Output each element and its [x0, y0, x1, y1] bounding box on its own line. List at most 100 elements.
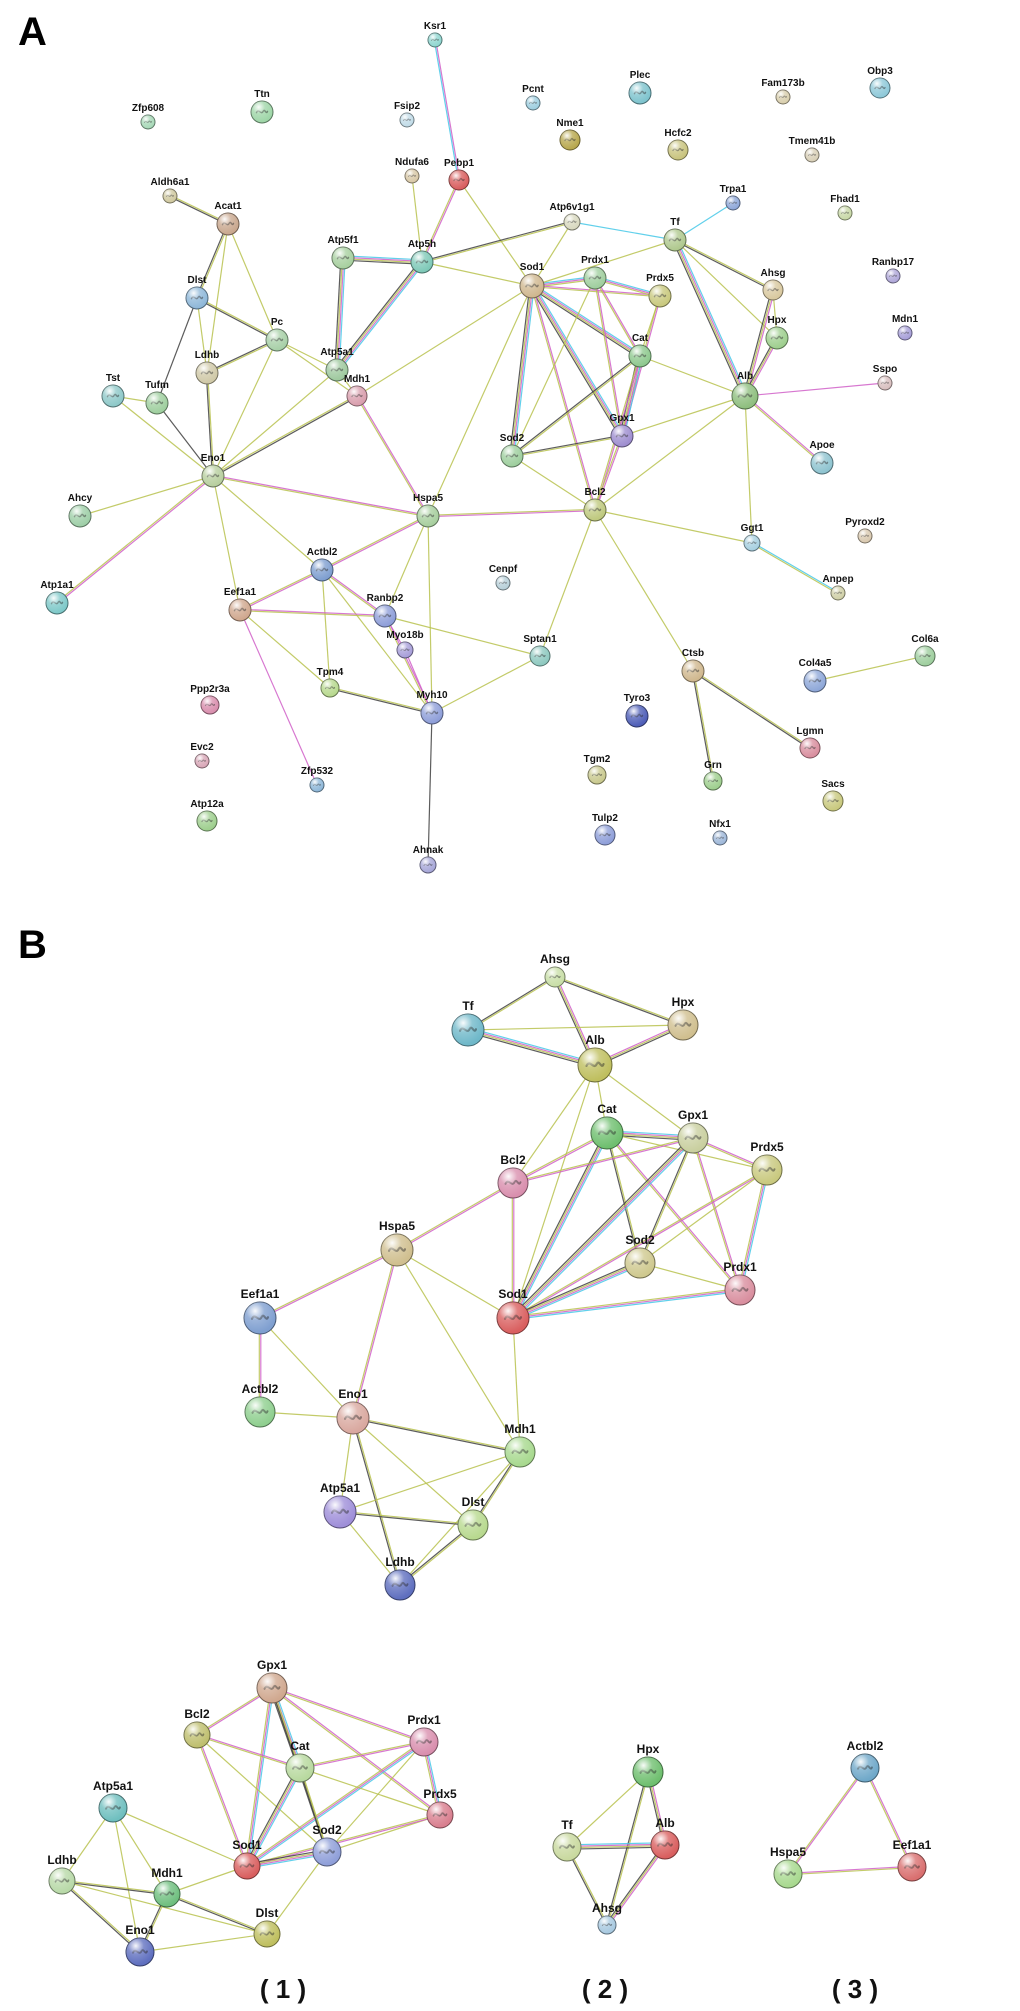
node-Nfx1[interactable]: Nfx1 — [709, 819, 731, 846]
node-Fsip2[interactable]: Fsip2 — [394, 101, 421, 128]
node-Zfp532[interactable]: Zfp532 — [301, 766, 334, 793]
node-Dlst[interactable]: Dlst — [253, 1906, 281, 1948]
node-Ldhb[interactable]: Ldhb — [384, 1555, 416, 1601]
node-Dlst[interactable]: Dlst — [185, 275, 209, 310]
node-Hpx[interactable]: Hpx — [667, 995, 699, 1041]
node-Atp5f1[interactable]: Atp5f1 — [327, 235, 359, 270]
node-Zfp608[interactable]: Zfp608 — [132, 103, 165, 130]
node-Hspa5[interactable]: Hspa5 — [413, 493, 443, 528]
node-Atp12a[interactable]: Atp12a — [190, 799, 224, 832]
node-Myo18b[interactable]: Myo18b — [386, 630, 424, 659]
node-Sptan1[interactable]: Sptan1 — [523, 634, 557, 667]
node-Ranbp2[interactable]: Ranbp2 — [367, 593, 404, 628]
node-Bcl2[interactable]: Bcl2 — [183, 1707, 211, 1749]
node-Mdh1[interactable]: Mdh1 — [344, 374, 371, 407]
node-Sspo[interactable]: Sspo — [873, 364, 897, 391]
node-Bcl2[interactable]: Bcl2 — [583, 487, 607, 522]
node-Hpx[interactable]: Hpx — [765, 315, 789, 350]
node-Eno1[interactable]: Eno1 — [125, 1923, 155, 1967]
node-Cenpf[interactable]: Cenpf — [489, 564, 518, 591]
node-Sod2[interactable]: Sod2 — [624, 1233, 656, 1279]
node-Cat[interactable]: Cat — [590, 1102, 624, 1150]
node-Tgm2[interactable]: Tgm2 — [584, 754, 611, 785]
node-Mdh1[interactable]: Mdh1 — [504, 1422, 536, 1468]
node-Myh10[interactable]: Myh10 — [416, 690, 448, 725]
node-Cat[interactable]: Cat — [285, 1739, 315, 1783]
node-Pc[interactable]: Pc — [265, 317, 289, 352]
node-Ctsb[interactable]: Ctsb — [681, 648, 705, 683]
node-Tst[interactable]: Tst — [101, 373, 125, 408]
node-Prdx1[interactable]: Prdx1 — [407, 1713, 441, 1757]
node-Atp5h[interactable]: Atp5h — [408, 239, 436, 274]
node-Hcfc2[interactable]: Hcfc2 — [664, 128, 692, 161]
node-Tulp2[interactable]: Tulp2 — [592, 813, 618, 846]
node-Ldhb[interactable]: Ldhb — [47, 1853, 77, 1895]
node-Sacs[interactable]: Sacs — [821, 779, 845, 812]
node-Sod1[interactable]: Sod1 — [496, 1287, 530, 1335]
node-Pebp1[interactable]: Pebp1 — [444, 158, 474, 191]
node-Sod2[interactable]: Sod2 — [312, 1823, 342, 1867]
node-Col4a5[interactable]: Col4a5 — [799, 658, 832, 693]
node-Nme1[interactable]: Nme1 — [556, 118, 584, 151]
node-Ldhb[interactable]: Ldhb — [195, 350, 219, 385]
node-Atp6v1g1[interactable]: Atp6v1g1 — [549, 202, 595, 231]
node-Acat1[interactable]: Acat1 — [214, 201, 242, 236]
node-Anpep[interactable]: Anpep — [822, 574, 854, 601]
node-Prdx5[interactable]: Prdx5 — [750, 1140, 784, 1186]
node-Atp5a1[interactable]: Atp5a1 — [93, 1779, 133, 1823]
node-Sod1[interactable]: Sod1 — [519, 262, 545, 299]
node-Actbl2[interactable]: Actbl2 — [242, 1382, 279, 1428]
node-Grn[interactable]: Grn — [703, 760, 723, 791]
node-Trpa1[interactable]: Trpa1 — [720, 184, 747, 211]
node-Ndufa6[interactable]: Ndufa6 — [395, 157, 429, 184]
node-Ahsg[interactable]: Ahsg — [592, 1901, 622, 1935]
node-Pcnt[interactable]: Pcnt — [522, 84, 545, 111]
node-Eno1[interactable]: Eno1 — [336, 1387, 370, 1435]
node-Alb[interactable]: Alb — [577, 1033, 613, 1083]
node-Plec[interactable]: Plec — [628, 70, 652, 105]
node-Eef1a1[interactable]: Eef1a1 — [893, 1838, 932, 1882]
node-Evc2[interactable]: Evc2 — [190, 742, 214, 769]
node-Mdh1[interactable]: Mdh1 — [151, 1866, 183, 1908]
node-Eef1a1[interactable]: Eef1a1 — [224, 587, 257, 622]
node-Prdx5[interactable]: Prdx5 — [423, 1787, 457, 1829]
node-Hpx[interactable]: Hpx — [632, 1742, 664, 1788]
node-Apoe[interactable]: Apoe — [810, 440, 835, 475]
node-Tf[interactable]: Tf — [663, 217, 687, 252]
node-Cat[interactable]: Cat — [628, 333, 652, 368]
node-Tmem41b[interactable]: Tmem41b — [789, 136, 836, 163]
node-Obp3[interactable]: Obp3 — [867, 66, 893, 99]
node-Atp5a1[interactable]: Atp5a1 — [320, 347, 354, 382]
node-Actbl2[interactable]: Actbl2 — [307, 547, 338, 582]
node-Mdn1[interactable]: Mdn1 — [892, 314, 919, 341]
node-Dlst[interactable]: Dlst — [457, 1495, 489, 1541]
node-Prdx5[interactable]: Prdx5 — [646, 273, 674, 308]
node-Atp1a1[interactable]: Atp1a1 — [40, 580, 74, 615]
node-Alb[interactable]: Alb — [731, 371, 759, 410]
node-Ppp2r3a[interactable]: Ppp2r3a — [190, 684, 230, 715]
node-Ahcy[interactable]: Ahcy — [68, 493, 93, 528]
node-Prdx1[interactable]: Prdx1 — [723, 1260, 757, 1306]
node-Col6a[interactable]: Col6a — [911, 634, 939, 667]
node-Gpx1[interactable]: Gpx1 — [677, 1108, 709, 1154]
node-Lgmn[interactable]: Lgmn — [796, 726, 824, 759]
node-Tyro3[interactable]: Tyro3 — [624, 693, 651, 728]
node-Ahsg[interactable]: Ahsg — [540, 952, 570, 988]
node-Atp5a1[interactable]: Atp5a1 — [320, 1481, 360, 1529]
node-Ttn[interactable]: Ttn — [250, 89, 274, 124]
node-Fhad1[interactable]: Fhad1 — [830, 194, 860, 221]
node-Ahsg[interactable]: Ahsg — [761, 268, 786, 301]
node-Aldh6a1[interactable]: Aldh6a1 — [151, 177, 190, 204]
node-Ahnak[interactable]: Ahnak — [413, 845, 444, 874]
node-Eef1a1[interactable]: Eef1a1 — [241, 1287, 280, 1335]
node-Ranbp17[interactable]: Ranbp17 — [872, 257, 915, 284]
node-Hspa5[interactable]: Hspa5 — [379, 1219, 415, 1267]
node-Prdx1[interactable]: Prdx1 — [581, 255, 609, 290]
node-Tf[interactable]: Tf — [552, 1818, 582, 1862]
node-Gpx1[interactable]: Gpx1 — [256, 1658, 288, 1704]
node-Ggt1[interactable]: Ggt1 — [741, 523, 764, 552]
node-Actbl2[interactable]: Actbl2 — [847, 1739, 884, 1783]
node-Bcl2[interactable]: Bcl2 — [497, 1153, 529, 1199]
node-Tpm4[interactable]: Tpm4 — [317, 667, 344, 698]
node-Fam173b[interactable]: Fam173b — [761, 78, 805, 105]
